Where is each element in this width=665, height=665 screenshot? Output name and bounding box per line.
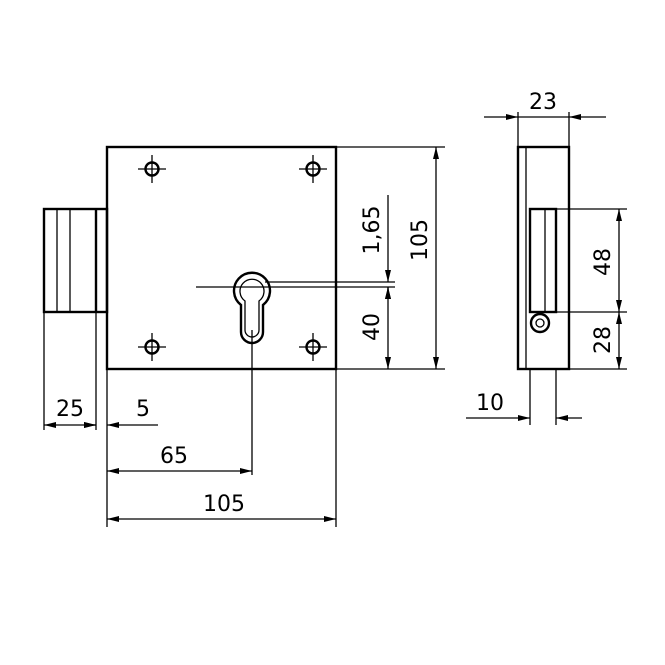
dim-23: 23 <box>484 90 606 120</box>
side-screw <box>529 312 551 334</box>
screw-top-right <box>299 155 327 183</box>
dim-40-label: 40 <box>360 313 385 341</box>
dim-25: 25 <box>44 397 96 428</box>
dim-10-label: 10 <box>476 391 504 416</box>
side-bolt <box>528 207 558 314</box>
screw-bottom-left <box>138 333 166 361</box>
dim-28-label: 28 <box>591 326 616 354</box>
screw-top-left <box>138 155 166 183</box>
dim-105-width: 105 <box>107 492 336 522</box>
dim-23-label: 23 <box>529 90 557 115</box>
dim-10: 10 <box>466 391 582 421</box>
dim-5: 5 <box>84 397 158 428</box>
dim-48: 48 <box>591 209 622 312</box>
side-view: 23 48 28 10 <box>466 90 627 425</box>
side-body <box>516 145 571 371</box>
front-view: 25 5 65 105 1,65 40 <box>42 145 445 527</box>
dim-105-height-label: 105 <box>408 219 433 261</box>
lock-body <box>105 145 338 371</box>
dim-48-label: 48 <box>591 248 616 276</box>
keyhole <box>196 271 395 475</box>
dim-65: 65 <box>107 444 252 474</box>
left-bolt-block <box>42 207 109 314</box>
dim-5-label: 5 <box>136 397 150 422</box>
dim-25-label: 25 <box>56 397 84 422</box>
dim-40: 40 <box>360 287 391 369</box>
dim-1-65: 1,65 <box>360 195 391 299</box>
dim-105-width-label: 105 <box>203 492 245 517</box>
dim-1-65-label: 1,65 <box>360 206 385 255</box>
dim-105-height: 105 <box>408 147 439 369</box>
screw-bottom-right <box>299 333 327 361</box>
dim-28: 28 <box>591 312 622 369</box>
dim-65-label: 65 <box>160 444 188 469</box>
